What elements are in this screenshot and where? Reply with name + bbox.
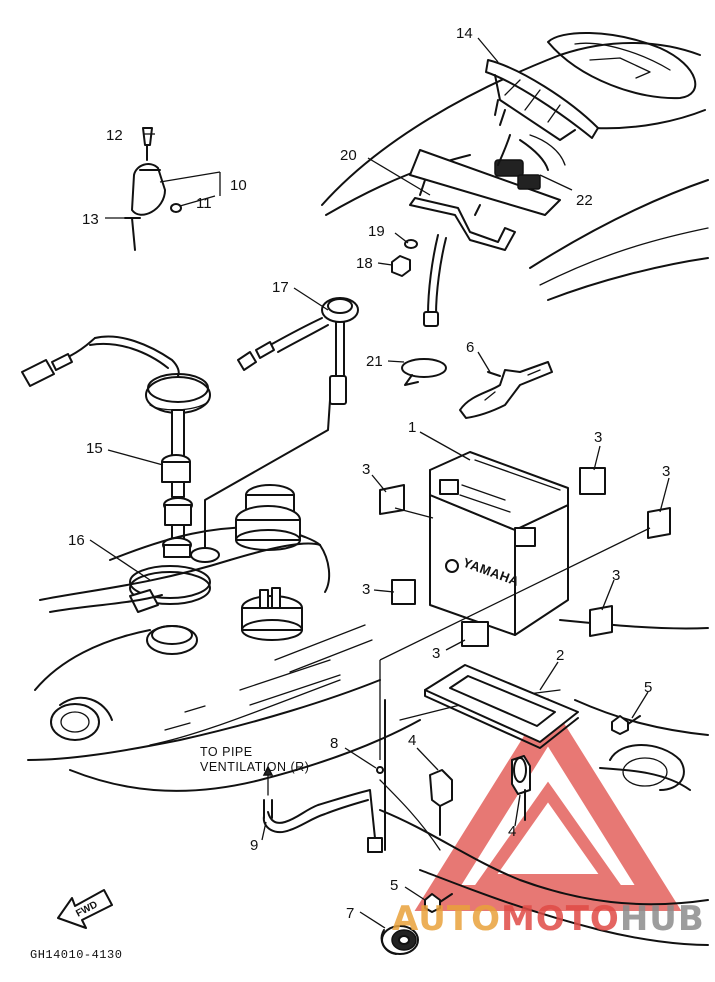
battery-pads-3 [379, 467, 671, 647]
label-3b: 3 [362, 461, 370, 478]
watermark-moto: MOTO [501, 899, 620, 939]
clip-8 [376, 766, 384, 774]
clip-assembly [124, 127, 182, 251]
label-2: 2 [556, 647, 564, 664]
pipe-note: TO PIPE VENTILATION (R) [200, 745, 309, 774]
label-14: 14 [456, 25, 473, 42]
wire-lead-17 [237, 297, 359, 405]
label-3e: 3 [612, 567, 620, 584]
hose-clamp-21 [401, 358, 447, 386]
battery-1: YAMAHA [429, 451, 569, 636]
label-19: 19 [368, 223, 385, 240]
label-5b: 5 [390, 877, 398, 894]
grommet-7 [380, 925, 419, 955]
watermark-hub: HUB [620, 899, 705, 939]
fuel-sender-15 [21, 335, 211, 558]
label-18: 18 [356, 255, 373, 272]
fwd-arrow: FWD [57, 889, 113, 929]
frame-outline [27, 31, 709, 946]
hose-clamp-16 [129, 565, 211, 655]
part-number-labels: 14 20 22 19 18 21 6 12 10 11 13 17 15 16… [68, 25, 670, 922]
label-1: 1 [408, 419, 416, 436]
label-22: 22 [576, 192, 593, 209]
leader-lines [89, 37, 670, 929]
breather-hose-9 [262, 765, 383, 853]
bracket-4 [429, 755, 531, 836]
washer-19 [404, 239, 418, 249]
nut-18 [391, 255, 411, 277]
svg-text:AUTOMOTOHUB: AUTOMOTOHUB [392, 899, 705, 939]
label-3c: 3 [662, 463, 670, 480]
label-6: 6 [466, 339, 474, 356]
tube-opening [50, 703, 100, 741]
fuel-sender-assembly [391, 59, 599, 327]
watermark-auto: AUTO [392, 899, 501, 939]
label-8: 8 [330, 735, 338, 752]
label-20: 20 [340, 147, 357, 164]
watermark-triangle-outer [414, 697, 682, 911]
label-3d: 3 [362, 581, 370, 598]
label-3a: 3 [594, 429, 602, 446]
watermark-text: AUTOMOTOHUB [392, 899, 705, 939]
label-5a: 5 [644, 679, 652, 696]
label-12: 12 [106, 127, 123, 144]
label-7: 7 [346, 905, 354, 922]
battery-tray-2 [424, 664, 579, 749]
tank-base [49, 399, 331, 641]
label-4b: 4 [508, 823, 516, 840]
bracket-6 [459, 361, 553, 419]
label-10: 10 [230, 177, 247, 194]
diagram-code: GH14010-4130 [30, 948, 122, 962]
label-17: 17 [272, 279, 289, 296]
label-11: 11 [196, 195, 212, 212]
label-4a: 4 [408, 732, 416, 749]
label-21: 21 [366, 353, 383, 370]
label-3f: 3 [432, 645, 440, 662]
label-15: 15 [86, 440, 103, 457]
fwd-arrow-icon [57, 889, 113, 929]
pipe-note-line1: TO PIPE [200, 745, 253, 759]
pipe-note-line2: VENTILATION (R) [200, 760, 309, 774]
label-13: 13 [82, 211, 99, 228]
label-9: 9 [250, 837, 258, 854]
watermark-triangle-inner [474, 781, 622, 886]
watermark-logo [414, 697, 682, 911]
bolt-5 [424, 715, 641, 913]
label-16: 16 [68, 532, 85, 549]
